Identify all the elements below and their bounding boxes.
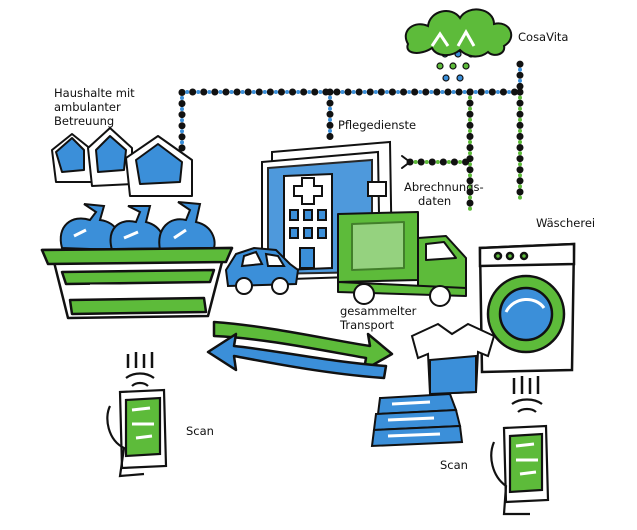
laundry-label: Wäscherei bbox=[536, 216, 595, 230]
care-services-text: Pflegedienste bbox=[338, 118, 417, 132]
basket-icon bbox=[40, 246, 234, 320]
transport-line-1: gesammelter bbox=[340, 304, 417, 318]
smartphone-icon bbox=[490, 376, 550, 516]
laundry-bags-icon bbox=[59, 201, 216, 254]
transport-line-2: Transport bbox=[340, 318, 394, 332]
truck-icon bbox=[337, 211, 467, 307]
cosavita-text: CosaVita bbox=[518, 30, 569, 44]
transport-label: gesammelter Transport bbox=[340, 304, 416, 332]
billing-data-line-2: daten bbox=[418, 194, 452, 208]
scan-right-label: Scan bbox=[440, 458, 468, 472]
smartphone-icon bbox=[106, 352, 168, 478]
shirt-icon bbox=[410, 322, 496, 396]
scan-left-text: Scan bbox=[186, 424, 214, 438]
households-label: Haushalte mit ambulanter Betreuung bbox=[54, 86, 135, 128]
dotted-flow-path bbox=[178, 56, 524, 214]
households-line-1: Haushalte mit bbox=[54, 86, 135, 100]
car-icon bbox=[224, 246, 300, 295]
cloud-icon bbox=[404, 8, 513, 58]
exchange-arrows-icon bbox=[206, 320, 394, 380]
care-services-label: Pflegedienste bbox=[338, 118, 416, 132]
scan-left-label: Scan bbox=[186, 424, 214, 438]
cloud-label: CosaVita bbox=[518, 30, 568, 44]
billing-data-line-1: Abrechnungs- bbox=[404, 180, 484, 194]
scan-right-text: Scan bbox=[440, 458, 468, 472]
billing-data-label: Abrechnungs- daten bbox=[404, 180, 484, 208]
houses-icon bbox=[51, 127, 193, 197]
folded-laundry-icon bbox=[370, 392, 464, 448]
washing-machine-icon bbox=[478, 242, 576, 374]
laundry-text: Wäscherei bbox=[536, 216, 596, 230]
households-line-3: Betreuung bbox=[54, 114, 115, 128]
households-line-2: ambulanter bbox=[54, 100, 121, 114]
